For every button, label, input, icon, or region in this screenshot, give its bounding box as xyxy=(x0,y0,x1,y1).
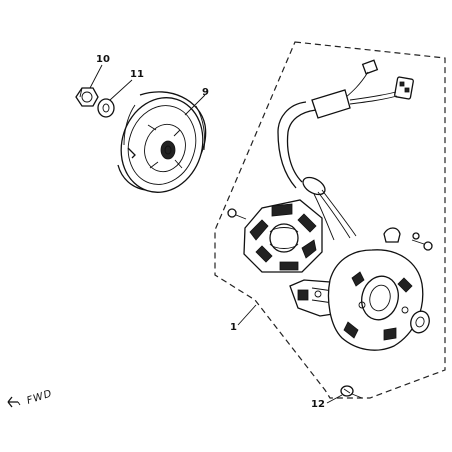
fwd-arrow xyxy=(7,396,21,408)
leader-11 xyxy=(109,79,133,101)
callout-10: 10 xyxy=(96,54,110,65)
leader-10 xyxy=(89,64,103,89)
oil-seal xyxy=(410,310,430,334)
stator-base-plate xyxy=(327,249,424,351)
wire-harness xyxy=(277,59,414,241)
leader-12 xyxy=(326,394,343,404)
fwd-label: FWD xyxy=(26,388,54,407)
screw xyxy=(340,385,363,399)
wire-clamp xyxy=(383,227,433,251)
washer xyxy=(97,98,115,118)
stator-coil xyxy=(227,199,323,273)
leader-1 xyxy=(237,304,257,326)
callout-9: 9 xyxy=(202,87,209,98)
callout-11: 11 xyxy=(130,69,144,80)
callout-1: 1 xyxy=(230,322,237,333)
callout-12: 12 xyxy=(311,399,325,410)
leader-9 xyxy=(184,94,206,116)
flywheel-rotor xyxy=(117,91,207,193)
flywheel-nut xyxy=(75,87,99,107)
